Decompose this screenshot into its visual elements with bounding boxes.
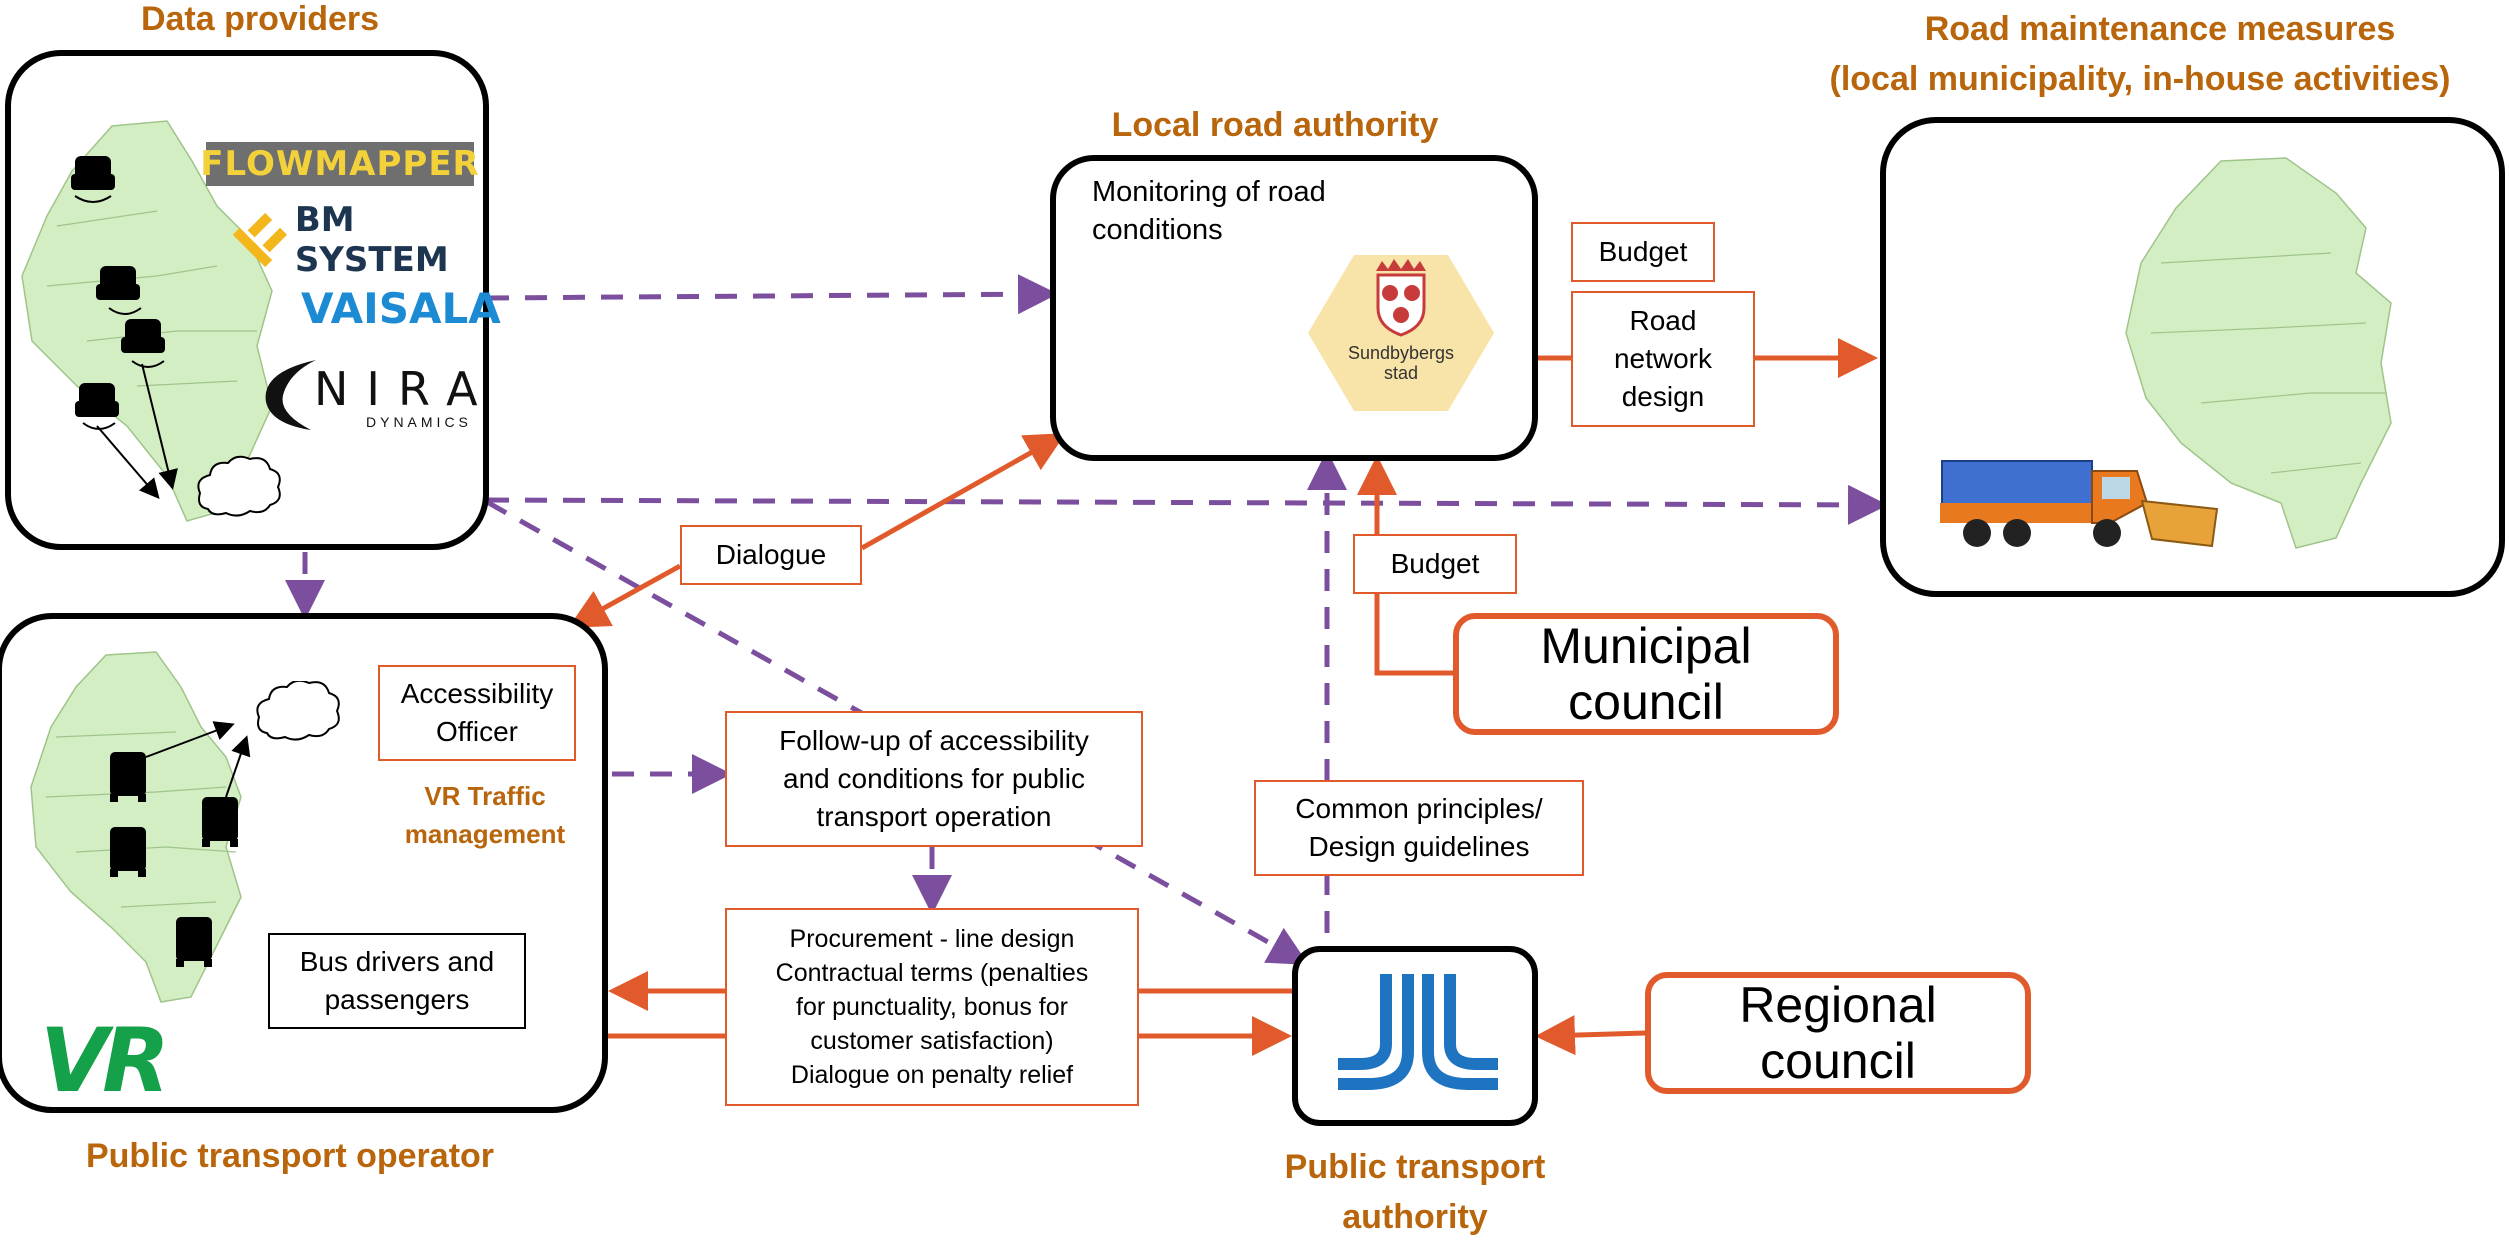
local-road-authority-box: Monitoring of road conditions Sundbyberg… bbox=[1050, 155, 1538, 461]
arrow-regional-to-pta bbox=[1535, 1015, 1647, 1056]
cloud-icon bbox=[197, 455, 281, 517]
sundbyberg-emblem: Sundbybergs stad bbox=[1308, 253, 1494, 413]
crown-icon bbox=[1376, 259, 1426, 271]
vr-logo: VR bbox=[40, 1009, 170, 1112]
arrow-providers-to-maintenance bbox=[486, 484, 1888, 525]
budget-top-box: Budget bbox=[1571, 222, 1715, 282]
heading-local-road-authority: Local road authority bbox=[1111, 106, 1439, 144]
heading-road-maintenance-line2: (local municipality, in-house activities… bbox=[1829, 60, 2451, 98]
heading-data-providers: Data providers bbox=[140, 0, 380, 38]
vaisala-logo: VAISALA bbox=[301, 284, 501, 333]
nira-swoosh-icon bbox=[265, 360, 316, 430]
accessibility-officer-box: Accessibility Officer bbox=[378, 665, 576, 761]
heading-road-maintenance-line1: Road maintenance measures bbox=[1924, 10, 2396, 48]
bm-system-mark-icon bbox=[232, 212, 288, 268]
cloud-icon bbox=[256, 681, 340, 741]
municipal-council-box: Municipal council bbox=[1453, 613, 1839, 735]
arrow-providers-to-road-authority bbox=[486, 274, 1058, 315]
regional-council-box: Regional council bbox=[1645, 972, 2031, 1094]
municipality-map-shape bbox=[2125, 157, 2392, 549]
vr-traffic-management-label: VR Traffic management bbox=[404, 781, 566, 849]
flowmapper-logo: FLOWMAPPER bbox=[200, 142, 479, 186]
nira-dynamics-text: DYNAMICS bbox=[366, 414, 472, 430]
bus-drivers-passengers-box: Bus drivers and passengers bbox=[268, 933, 526, 1029]
heading-public-transport-authority: Public transport authority bbox=[1284, 1148, 1546, 1236]
bm-system-logo: BM SYSTEM bbox=[231, 200, 481, 280]
monitoring-road-conditions-text: Monitoring of road conditions bbox=[1092, 176, 1326, 246]
nira-logo-text: NIRA bbox=[314, 362, 496, 416]
hexagon-badge-icon bbox=[1308, 255, 1494, 411]
car-icon bbox=[71, 156, 165, 417]
snowplow-truck-icon bbox=[1940, 460, 2219, 548]
arrow-dialogue-to-operator bbox=[568, 563, 682, 628]
nira-logo: NIRA DYNAMICS bbox=[256, 352, 481, 432]
operator-map bbox=[30, 651, 251, 1003]
procurement-box: Procurement - line design Contractual te… bbox=[725, 908, 1139, 1106]
budget-mid-box: Budget bbox=[1353, 534, 1517, 594]
public-transport-operator-box: Accessibility Officer VR Traffic managem… bbox=[0, 613, 608, 1113]
bm-system-logo-text: BM SYSTEM bbox=[294, 200, 449, 280]
flowmapper-logo-text: FLOWMAPPER bbox=[200, 144, 480, 184]
follow-up-box: Follow-up of accessibility and condition… bbox=[725, 711, 1143, 847]
road-maintenance-box bbox=[1880, 117, 2505, 597]
data-providers-box: FLOWMAPPER BM SYSTEM VAISALA NIRA DYNAMI… bbox=[5, 50, 501, 550]
jl-logo-icon bbox=[1338, 974, 1498, 1090]
public-transport-authority-box bbox=[1292, 946, 1538, 1126]
dialogue-box: Dialogue bbox=[680, 525, 862, 585]
data-providers-map bbox=[21, 120, 273, 522]
bus-icon bbox=[110, 752, 238, 967]
road-network-design-box: Road network design bbox=[1571, 291, 1755, 427]
shield-icon bbox=[1376, 273, 1426, 337]
common-principles-box: Common principles/ Design guidelines bbox=[1254, 780, 1584, 876]
maintenance-map bbox=[2125, 157, 2392, 549]
sundbyberg-emblem-text: Sundbybergs stad bbox=[1347, 343, 1455, 383]
heading-public-transport-operator: Public transport operator bbox=[85, 1137, 495, 1175]
arrow-dialogue-to-road-authority bbox=[860, 433, 1066, 551]
